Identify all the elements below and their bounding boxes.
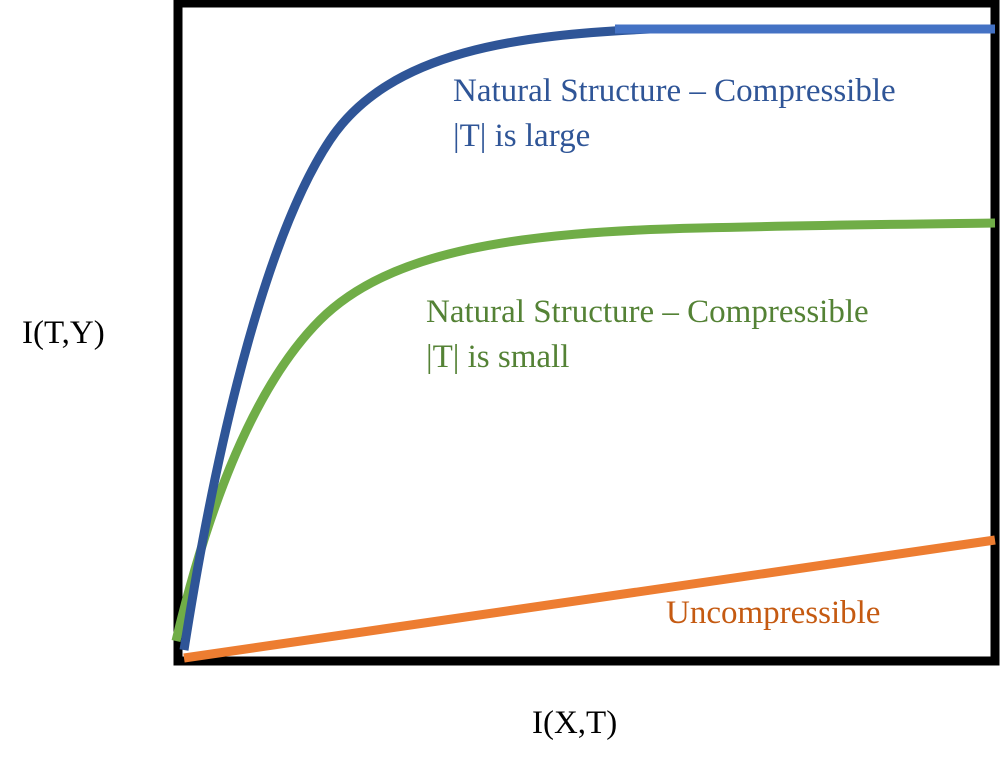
compressible-large-curve [179,24,651,651]
y-axis-label: I(T,Y) [22,315,105,351]
uncompressible-line [183,535,996,663]
uncompressible-label: Uncompressible [666,595,880,631]
large-curve-label-line2: |T| is large [453,118,590,154]
compressible-small-curve [171,218,996,643]
small-curve-label-line2: |T| is small [426,339,569,375]
x-axis-label: I(X,T) [532,705,617,741]
small-curve-label-line1: Natural Structure – Compressible [426,294,869,330]
large-curve-label-line1: Natural Structure – Compressible [453,73,896,109]
plot-frame [173,0,1000,666]
